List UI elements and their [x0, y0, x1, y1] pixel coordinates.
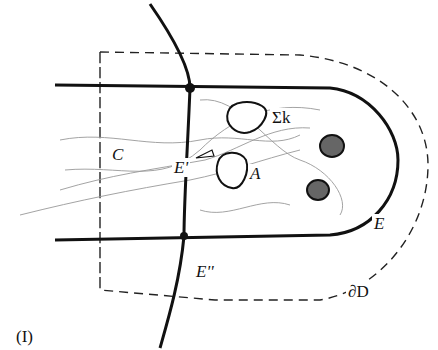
- inclusion: [307, 180, 329, 200]
- inclusion: [320, 135, 344, 157]
- region-boundary: [100, 52, 428, 300]
- hole: [217, 153, 247, 188]
- set-label: Σk: [270, 108, 292, 127]
- figure-number: (I): [14, 327, 35, 346]
- point-label: C: [110, 145, 125, 164]
- boundary-label: ∂D: [346, 282, 371, 301]
- edge-label: E'': [194, 262, 216, 281]
- domain-outline: [55, 85, 398, 240]
- edge-label: E': [172, 158, 190, 177]
- junction-dot: [180, 232, 188, 240]
- hole: [227, 102, 266, 133]
- edge-label: E: [372, 214, 386, 233]
- cut-curve: [150, 4, 190, 348]
- crack: [196, 150, 214, 158]
- region-label: A: [248, 164, 262, 183]
- fibres: [20, 100, 343, 215]
- junction-dot: [185, 83, 195, 93]
